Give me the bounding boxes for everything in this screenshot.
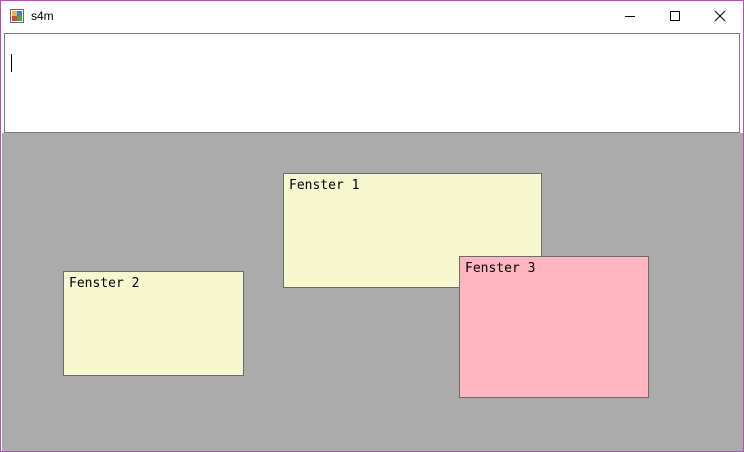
- window-title: s4m: [31, 9, 54, 23]
- panel-label: Fenster 2: [69, 276, 140, 291]
- maximize-icon: [670, 11, 680, 21]
- close-icon: [714, 10, 726, 22]
- panel-label: Fenster 1: [289, 178, 360, 193]
- app-icon: [10, 9, 24, 23]
- minimize-button[interactable]: [607, 1, 653, 31]
- minimize-icon: [625, 16, 635, 17]
- close-button[interactable]: [697, 1, 743, 31]
- text-caret: [11, 54, 12, 72]
- panel-fenster-3[interactable]: Fenster 3: [459, 256, 649, 398]
- title-bar[interactable]: s4m: [1, 1, 743, 31]
- text-input[interactable]: [4, 33, 740, 133]
- maximize-button[interactable]: [652, 1, 698, 31]
- drawing-canvas[interactable]: Fenster 1 Fenster 2 Fenster 3: [2, 133, 743, 451]
- panel-label: Fenster 3: [465, 261, 536, 276]
- panel-fenster-2[interactable]: Fenster 2: [63, 271, 244, 376]
